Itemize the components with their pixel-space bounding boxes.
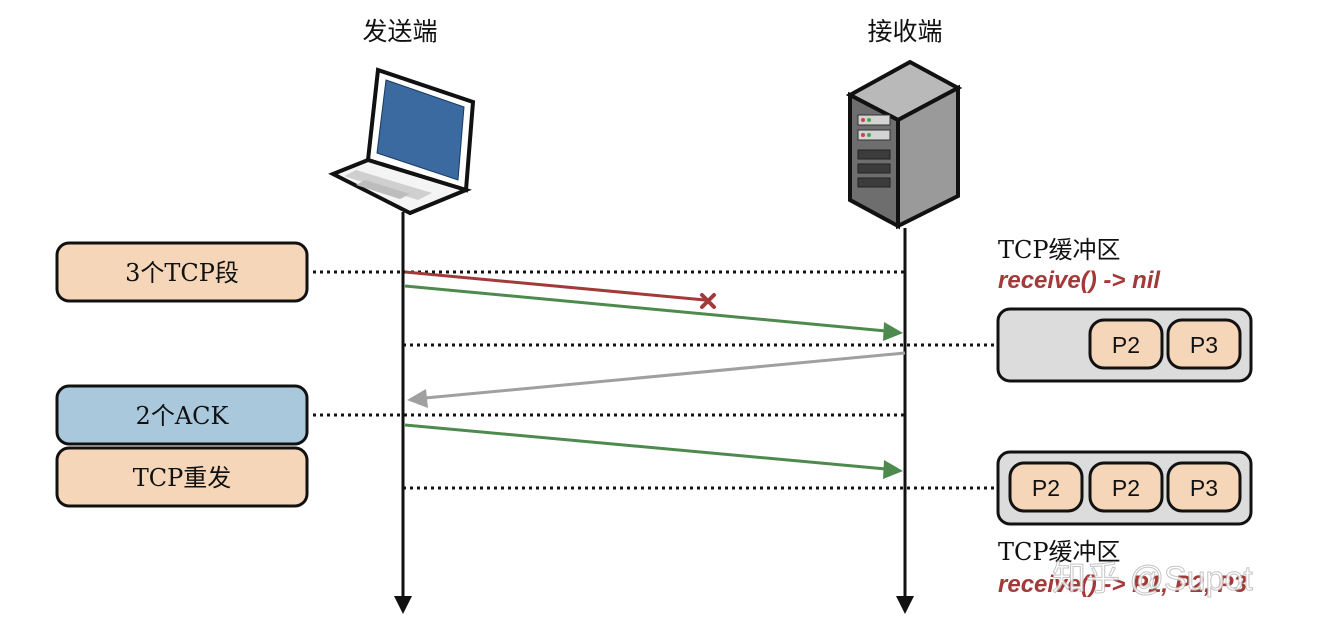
packet-p2: P2 bbox=[1088, 461, 1164, 513]
packet-label: P2 bbox=[1112, 332, 1140, 358]
buffer-call-second: receive() -> P1, P2, P3 bbox=[998, 571, 1247, 598]
laptop-icon bbox=[328, 67, 476, 216]
packet-label: P3 bbox=[1190, 332, 1218, 358]
buffer-title-second: TCP缓冲区 bbox=[998, 538, 1121, 566]
lost-packet-arrow bbox=[404, 270, 716, 309]
data-arrow-retransmit bbox=[404, 423, 903, 479]
packet-p3: P3 bbox=[1166, 461, 1242, 513]
step-label-retransmit: TCP重发 bbox=[133, 464, 232, 492]
sender-title: 发送端 bbox=[362, 17, 437, 46]
packet-p3: P3 bbox=[1166, 318, 1242, 370]
buffer-second: P2 P2 P3 bbox=[996, 450, 1253, 526]
ack-arrow bbox=[407, 351, 906, 408]
packet-label: P2 bbox=[1112, 475, 1140, 501]
buffer-caption-second: TCP缓冲区 receive() -> P1, P2, P3 bbox=[998, 538, 1247, 598]
step-label-acks: 2个ACK bbox=[136, 402, 230, 430]
packet-p2: P2 bbox=[1008, 461, 1084, 513]
data-arrow-first bbox=[404, 284, 903, 341]
packet-p2: P2 bbox=[1088, 318, 1164, 370]
guide-lines bbox=[313, 270, 995, 490]
receiver-title: 接收端 bbox=[867, 17, 942, 46]
buffer-caption-first: TCP缓冲区 receive() -> nil bbox=[998, 236, 1161, 294]
packet-label: P3 bbox=[1190, 475, 1218, 501]
step-box-acks: 2个ACK bbox=[55, 384, 309, 446]
step-label-segments: 3个TCP段 bbox=[125, 259, 239, 287]
server-tower-icon bbox=[845, 59, 963, 230]
buffer-first: P2 P3 bbox=[996, 307, 1253, 383]
step-box-retransmit: TCP重发 bbox=[55, 446, 309, 508]
buffer-title-first: TCP缓冲区 bbox=[998, 236, 1121, 264]
step-box-segments: 3个TCP段 bbox=[55, 241, 309, 303]
packet-label: P2 bbox=[1032, 475, 1060, 501]
buffer-call-first: receive() -> nil bbox=[998, 267, 1161, 294]
watermark: 知乎 @Supot bbox=[1052, 560, 1253, 598]
